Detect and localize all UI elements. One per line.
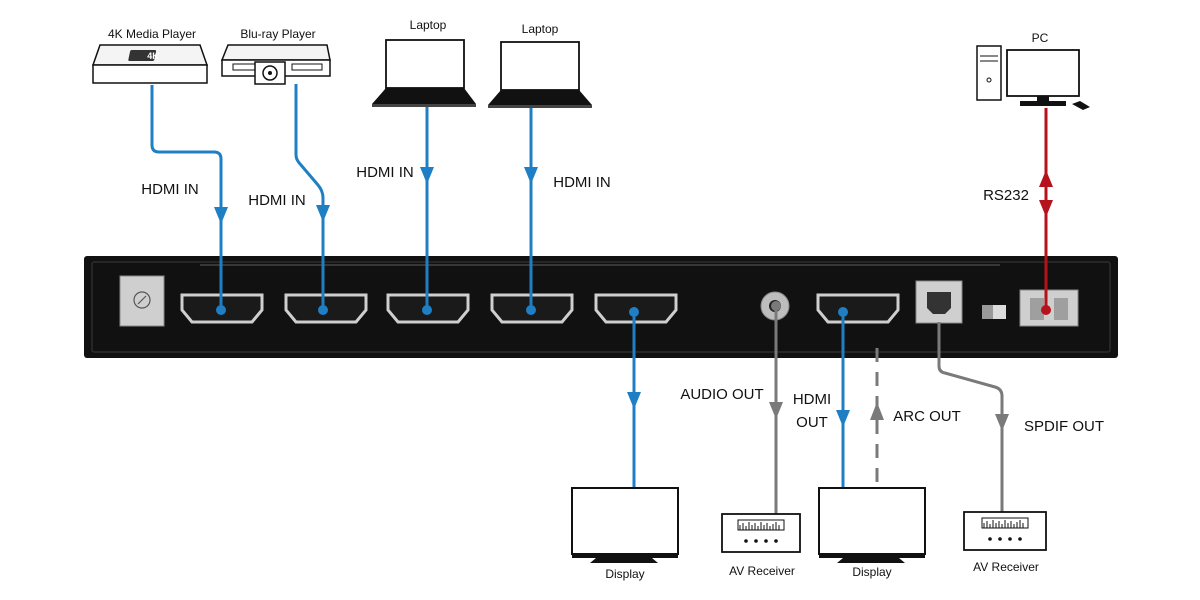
- hdmi-out-label-line2: OUT: [796, 414, 828, 431]
- av-receiver1-label: AV Receiver: [729, 564, 795, 578]
- hdmi-in-label-1: HDMI IN: [141, 181, 199, 198]
- matrix-switch-unit: [84, 256, 1118, 358]
- cable-laptop-1: [420, 107, 434, 315]
- av-receiver-2: AV Receiver: [963, 511, 1047, 574]
- pc-computer: PC: [976, 31, 1090, 110]
- laptop-2: Laptop: [488, 22, 592, 108]
- toggle-switch: [982, 305, 1006, 319]
- cable-rs232: [1039, 108, 1053, 315]
- cable-audio-out: [769, 301, 783, 514]
- display-2: Display: [818, 487, 926, 579]
- cable-spdif-out: [937, 322, 1009, 512]
- cable-hdmi-out-display: [627, 307, 641, 488]
- hdmi-out-label-line1: HDMI: [793, 391, 831, 408]
- hdmi-in-label-2: HDMI IN: [248, 192, 306, 209]
- power-port: [119, 275, 165, 327]
- display2-label: Display: [852, 565, 891, 579]
- laptop1-label: Laptop: [410, 18, 447, 32]
- display-1: Display: [571, 487, 679, 581]
- pc-label: PC: [1032, 31, 1049, 45]
- hdmi-in-label-3: HDMI IN: [356, 164, 414, 181]
- audio-out-label: AUDIO OUT: [680, 386, 763, 403]
- laptop-1: Laptop: [372, 18, 476, 107]
- av-receiver-1: AV Receiver: [721, 513, 801, 578]
- hdmi-in-label-4: HDMI IN: [553, 174, 611, 191]
- hdmi-arc-port: [816, 293, 900, 324]
- laptop2-label: Laptop: [522, 22, 559, 36]
- av-receiver2-label: AV Receiver: [973, 560, 1039, 574]
- media-player-logo: 4K: [147, 51, 159, 61]
- rs232-label: RS232: [983, 187, 1029, 204]
- spdif-out-label: SPDIF OUT: [1024, 418, 1104, 435]
- cable-arc-return: [870, 348, 884, 488]
- cable-laptop-2: [524, 108, 538, 315]
- cable-media-player: [150, 85, 228, 315]
- bluray-label: Blu-ray Player: [240, 27, 315, 41]
- media-player-4k: 4K Media Player 4K: [91, 27, 209, 84]
- display1-label: Display: [605, 567, 644, 581]
- bluray-player: Blu-ray Player: [220, 27, 331, 85]
- cable-bluray: [294, 84, 330, 315]
- arc-out-label: ARC OUT: [893, 408, 961, 425]
- media-player-label: 4K Media Player: [108, 27, 196, 41]
- cable-hdmi-arc-out: [836, 307, 850, 488]
- spdif-port: [915, 280, 963, 324]
